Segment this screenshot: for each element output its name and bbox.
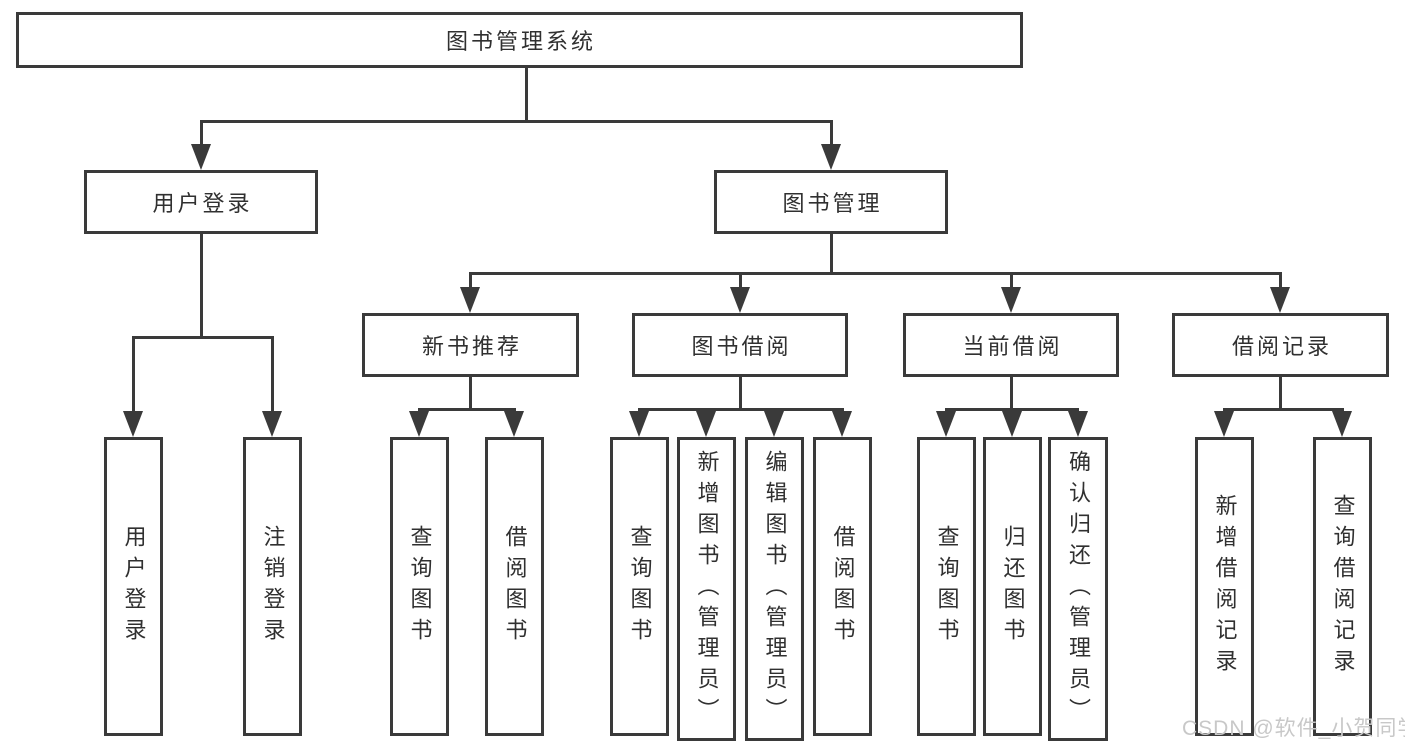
arrowhead-down-icon [123,411,143,437]
node-new-book-recommend: 新书推荐 [362,313,579,377]
node-leaf-login-label: 用户登录 [121,524,147,649]
arrowhead-down-icon [191,144,211,170]
arrowhead-down-icon [504,411,524,437]
arrowhead-down-icon [1068,411,1088,437]
connector-nb-bus [418,408,516,411]
node-root: 图书管理系统 [16,12,1023,68]
node-leaf-br-add-record: 新增借阅记录 [1195,437,1254,736]
connector-bb-trunk [739,377,742,408]
node-user-login: 用户登录 [84,170,318,234]
node-book-borrow: 图书借阅 [632,313,848,377]
arrowhead-down-icon [696,411,716,437]
connector-drop-bb-query [638,408,641,411]
node-leaf-br-query-record-label: 查询借阅记录 [1330,493,1356,680]
node-leaf-logout: 注销登录 [243,437,302,736]
node-leaf-cb-confirm-return-label: 确认归还（管理员） [1066,449,1091,729]
connector-drop-cb-confirm [1076,408,1079,411]
node-current-borrow: 当前借阅 [903,313,1119,377]
arrowhead-down-icon [262,411,282,437]
node-leaf-logout-label: 注销登录 [260,524,286,649]
arrowhead-down-icon [409,411,429,437]
node-user-login-label: 用户登录 [152,191,253,216]
node-leaf-bb-borrow-books: 借阅图书 [813,437,872,736]
arrowhead-down-icon [629,411,649,437]
node-leaf-nb-query-books-label: 查询图书 [407,524,433,649]
connector-root-trunk [525,68,528,120]
connector-nb-trunk [469,377,472,408]
connector-user-login-trunk [200,234,203,336]
connector-drop-nb-query [418,408,421,411]
node-leaf-bb-add-books-label: 新增图书（管理员） [694,449,720,729]
connector-br-bus [1223,408,1344,411]
connector-level2-bus [200,120,833,123]
arrowhead-down-icon [1214,411,1234,437]
connector-drop-user-login [200,120,203,144]
arrowhead-down-icon [936,411,956,437]
connector-bb-bus [638,408,844,411]
node-root-label: 图书管理系统 [445,29,596,54]
node-leaf-br-query-record: 查询借阅记录 [1313,437,1372,736]
node-borrow-records-label: 借阅记录 [1231,334,1332,359]
connector-drop-cb-return [1011,408,1014,411]
node-leaf-br-add-record-label: 新增借阅记录 [1212,493,1238,680]
connector-drop-borrow-records [1279,272,1282,287]
node-leaf-login: 用户登录 [104,437,163,736]
arrowhead-down-icon [1002,411,1022,437]
node-current-borrow-label: 当前借阅 [962,334,1063,359]
arrowhead-down-icon [821,144,841,170]
node-leaf-bb-edit-books: 编辑图书（管理员） [745,437,804,741]
connector-drop-bb-edit [773,408,776,411]
connector-drop-br-add [1223,408,1226,411]
node-leaf-cb-query-books: 查询图书 [917,437,976,736]
arrowhead-down-icon [764,411,784,437]
connector-user-login-bus [132,336,274,339]
arrowhead-down-icon [1270,287,1290,313]
connector-cb-trunk [1010,377,1013,408]
connector-drop-bb-add [705,408,708,411]
node-leaf-cb-return-books: 归还图书 [983,437,1042,736]
connector-drop-logout [271,336,274,411]
connector-book-management-trunk [830,234,833,272]
node-leaf-nb-query-books: 查询图书 [390,437,449,736]
watermark: CSDN @软件_小贺同学 [1182,717,1405,740]
connector-drop-bb-borrow [841,408,844,411]
connector-drop-book-management [830,120,833,144]
node-leaf-bb-edit-books-label: 编辑图书（管理员） [762,449,788,729]
node-borrow-records: 借阅记录 [1172,313,1389,377]
arrowhead-down-icon [832,411,852,437]
connector-drop-book-borrow [739,272,742,287]
node-leaf-cb-return-books-label: 归还图书 [1000,524,1026,649]
connector-drop-cb-query [945,408,948,411]
connector-drop-nb-borrow [513,408,516,411]
node-book-borrow-label: 图书借阅 [691,334,792,359]
connector-br-trunk [1279,377,1282,408]
arrowhead-down-icon [460,287,480,313]
connector-drop-new-book-recommend [469,272,472,287]
node-leaf-bb-add-books: 新增图书（管理员） [677,437,736,741]
node-leaf-bb-borrow-books-label: 借阅图书 [830,524,856,649]
node-leaf-nb-borrow-books: 借阅图书 [485,437,544,736]
connector-drop-login [132,336,135,411]
arrowhead-down-icon [1332,411,1352,437]
node-book-management-label: 图书管理 [782,191,883,216]
connector-drop-current-borrow [1010,272,1013,287]
node-leaf-cb-confirm-return: 确认归还（管理员） [1048,437,1108,741]
arrowhead-down-icon [1001,287,1021,313]
connector-level3-bus [469,272,1282,275]
node-book-management: 图书管理 [714,170,948,234]
connector-drop-br-query [1341,408,1344,411]
node-leaf-bb-query-books-label: 查询图书 [627,524,653,649]
node-leaf-cb-query-books-label: 查询图书 [934,524,960,649]
arrowhead-down-icon [730,287,750,313]
node-leaf-bb-query-books: 查询图书 [610,437,669,736]
node-leaf-nb-borrow-books-label: 借阅图书 [502,524,528,649]
node-new-book-recommend-label: 新书推荐 [421,334,522,359]
